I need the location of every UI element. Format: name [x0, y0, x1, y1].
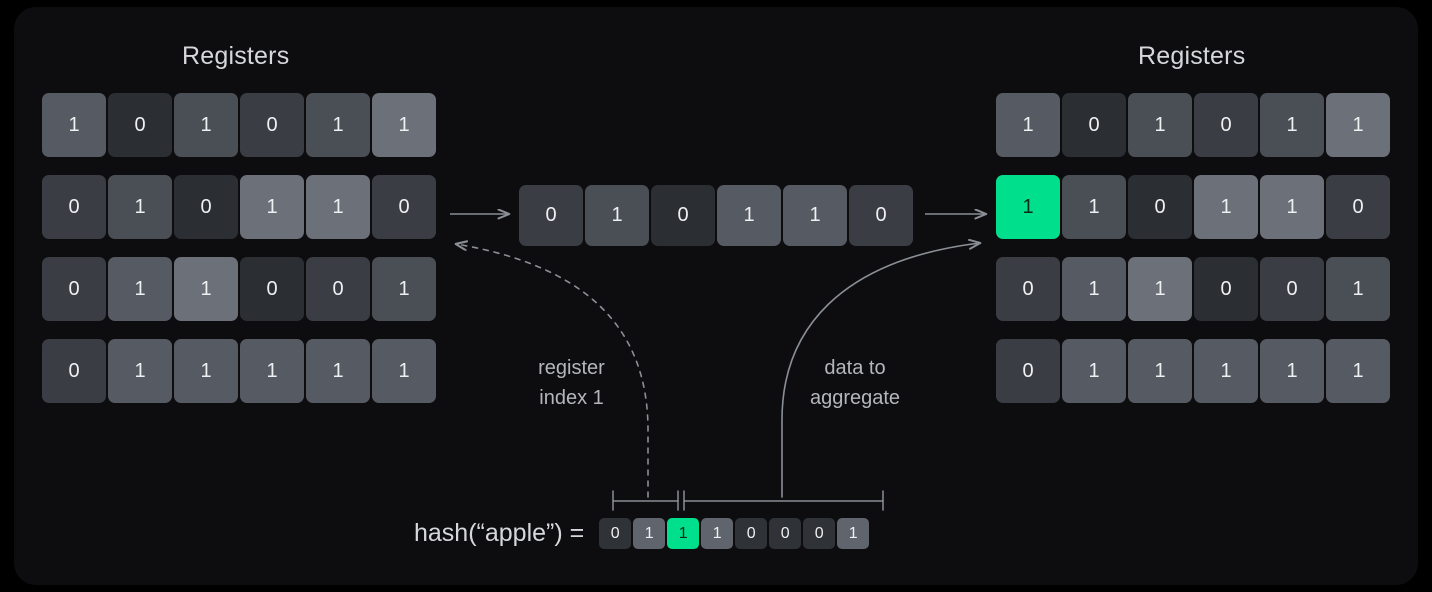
data-to-aggregate-label: data to aggregate [809, 357, 901, 409]
register-cell: 1 [174, 257, 238, 321]
register-cell: 1 [996, 93, 1060, 157]
hash-bit: 0 [735, 518, 768, 549]
hash-bit: 0 [803, 518, 836, 549]
register-cell: 0 [1194, 93, 1258, 157]
register-cell: 1 [1128, 93, 1192, 157]
register-cell: 1 [783, 185, 847, 246]
register-cell: 1 [108, 339, 172, 403]
hash-bit: 0 [769, 518, 802, 549]
register-cell: 1 [42, 93, 106, 157]
register-cell: 0 [996, 339, 1060, 403]
register-cell: 0 [1128, 175, 1192, 239]
register-cell: 1 [1260, 93, 1324, 157]
register-cell: 0 [42, 257, 106, 321]
register-cell: 0 [1326, 175, 1390, 239]
hash-bit: 1 [701, 518, 734, 549]
register-cell: 0 [240, 93, 304, 157]
register-cell: 1 [1260, 175, 1324, 239]
register-cell: 0 [240, 257, 304, 321]
register-cell: 0 [42, 339, 106, 403]
register-cell: 1 [717, 185, 781, 246]
register-cell: 1 [372, 93, 436, 157]
register-cell: 1 [240, 339, 304, 403]
hash-bit: 1 [837, 518, 870, 549]
register-cell: 0 [1260, 257, 1324, 321]
hash-bit-highlighted: 1 [667, 518, 700, 549]
register-cell: 1 [1194, 175, 1258, 239]
left-panel-title: Registers [182, 42, 290, 70]
register-cell: 1 [306, 339, 370, 403]
register-cell: 1 [1062, 257, 1126, 321]
register-cell: 1 [1326, 339, 1390, 403]
register-cell: 1 [108, 175, 172, 239]
register-cell: 0 [849, 185, 913, 246]
register-cell: 0 [1194, 257, 1258, 321]
register-cell: 1 [174, 93, 238, 157]
register-cell: 1 [1194, 339, 1258, 403]
register-cell: 0 [996, 257, 1060, 321]
register-cell: 1 [1326, 257, 1390, 321]
register-cell: 1 [1062, 339, 1126, 403]
register-cell: 1 [1260, 339, 1324, 403]
register-cell: 0 [651, 185, 715, 246]
register-cell: 1 [240, 175, 304, 239]
hash-bit: 0 [599, 518, 632, 549]
register-cell: 1 [306, 93, 370, 157]
register-cell: 1 [372, 339, 436, 403]
register-cell: 0 [519, 185, 583, 246]
register-cell: 0 [306, 257, 370, 321]
register-index-label: register index 1 [538, 357, 605, 409]
register-cell: 0 [174, 175, 238, 239]
register-cell: 1 [585, 185, 649, 246]
register-cell: 1 [108, 257, 172, 321]
register-cell: 1 [174, 339, 238, 403]
register-cell: 1 [1326, 93, 1390, 157]
register-cell: 1 [1128, 339, 1192, 403]
register-cell: 1 [1128, 257, 1192, 321]
register-cell: 1 [1062, 175, 1126, 239]
register-cell: 1 [306, 175, 370, 239]
right-panel-title: Registers [1138, 42, 1246, 70]
hash-bit: 1 [633, 518, 666, 549]
register-cell: 1 [372, 257, 436, 321]
register-cell-highlighted: 1 [996, 175, 1060, 239]
register-cell: 0 [1062, 93, 1126, 157]
register-cell: 0 [372, 175, 436, 239]
register-cell: 0 [42, 175, 106, 239]
hash-label: hash(“apple”) = [414, 519, 585, 547]
register-cell: 0 [108, 93, 172, 157]
